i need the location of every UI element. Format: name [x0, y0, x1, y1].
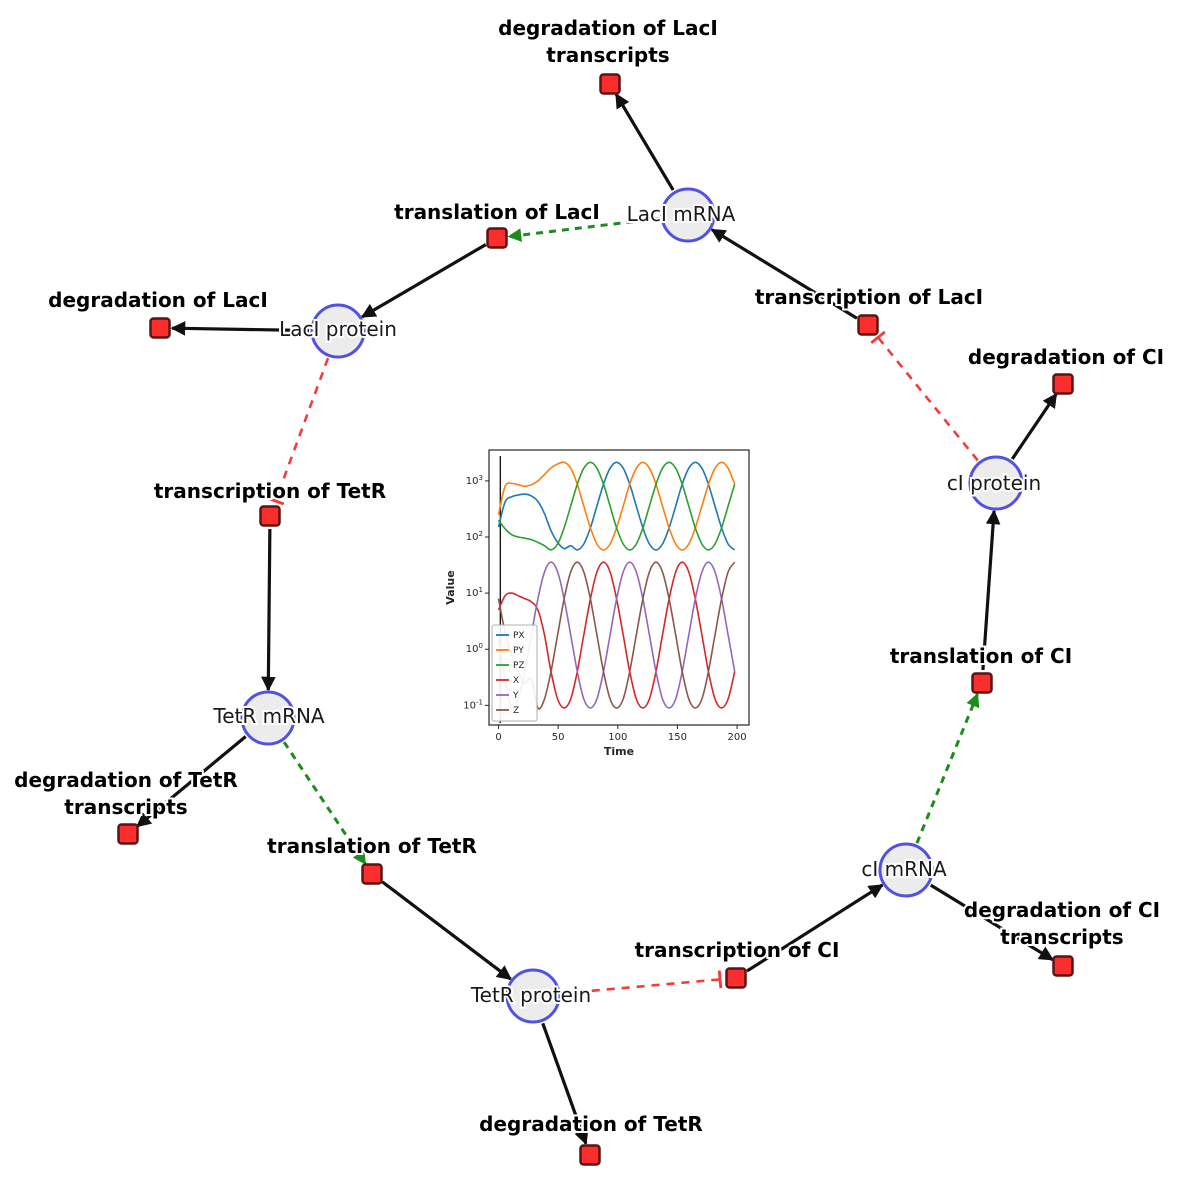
edge-modifier-cI_mRNA-translation_cI — [915, 692, 980, 844]
reaction-label-deg_tetR_tx: transcripts — [64, 795, 187, 819]
edge-consumption-cI_mRNA-deg_cI_tx — [929, 883, 1055, 962]
species-node-tetR_protein — [505, 968, 561, 1024]
edge-production-transcription_cI-cI_mRNA — [746, 883, 884, 973]
legend-label-Z: Z — [513, 706, 519, 716]
edge-inhibition-tetR_protein-transcription_cI — [561, 979, 720, 995]
x-tick-label: 50 — [552, 732, 565, 743]
legend-label-PZ: PZ — [513, 661, 525, 671]
edge-consumption-lacI_mRNA-deg_lacI_tx — [614, 93, 675, 191]
nodes-layer — [117, 73, 1074, 1166]
species-label-cI_protein: cI protein — [947, 471, 1041, 495]
x-tick-label: 200 — [728, 732, 747, 743]
reaction-node-deg_lacI — [149, 317, 171, 339]
series-line-Y — [497, 561, 736, 710]
reaction-node-deg_tetR_tx — [117, 823, 139, 845]
edge-inhibition-cI_protein-transcription_lacI — [878, 337, 979, 462]
species-label-lacI_protein: LacI protein — [279, 317, 397, 341]
reaction-node-deg_cI — [1052, 373, 1074, 395]
species-node-tetR_mRNA — [240, 690, 296, 746]
y-tick-label: 101 — [466, 586, 483, 599]
edge-production-translation_cI-cI_protein — [981, 509, 1001, 671]
reaction-label-deg_tetR: degradation of TetR — [479, 1112, 703, 1136]
reaction-node-translation_tetR — [361, 863, 383, 885]
reaction-label-translation_cI: translation of CI — [890, 644, 1072, 668]
reaction-label-transcription_cI: transcription of CI — [635, 938, 840, 962]
reaction-label-deg_cI: degradation of CI — [968, 345, 1164, 369]
reaction-label-transcription_lacI: transcription of LacI — [755, 285, 983, 309]
reaction-label-deg_tetR_tx: degradation of TetR — [14, 768, 238, 792]
species-label-lacI_mRNA: LacI mRNA — [627, 202, 736, 226]
reaction-label-deg_lacI: degradation of LacI — [48, 288, 268, 312]
y-tick-label: 10-1 — [463, 698, 483, 711]
legend-box — [491, 624, 538, 722]
y-tick-label: 103 — [466, 474, 483, 487]
edge-consumption-cI_protein-deg_cI — [1010, 392, 1058, 460]
legend-label-Y: Y — [512, 691, 519, 701]
reaction-label-deg_lacI_tx: transcripts — [546, 43, 669, 67]
axes-frame — [488, 449, 750, 726]
reaction-label-deg_cI_tx: degradation of CI — [964, 898, 1160, 922]
edge-production-translation_tetR-tetR_protein — [381, 880, 512, 981]
species-label-cI_mRNA: cI mRNA — [861, 857, 947, 881]
edge-consumption-tetR_mRNA-deg_tetR_tx — [136, 735, 247, 828]
x-tick-label: 150 — [668, 732, 687, 743]
species-node-cI_mRNA — [878, 842, 934, 898]
legend-label-X: X — [513, 676, 519, 686]
reaction-node-transcription_cI — [725, 967, 747, 989]
reaction-label-deg_lacI_tx: degradation of LacI — [498, 16, 718, 40]
reaction-label-transcription_tetR: transcription of TetR — [154, 479, 386, 503]
reaction-node-deg_cI_tx — [1052, 955, 1074, 977]
reaction-node-transcription_tetR — [259, 505, 281, 527]
species-label-tetR_protein: TetR protein — [470, 983, 591, 1007]
series-line-PZ — [497, 461, 736, 551]
edge-modifier-tetR_mRNA-translation_tetR — [282, 741, 367, 866]
reaction-label-translation_tetR: translation of TetR — [267, 834, 477, 858]
reaction-node-translation_lacI — [486, 227, 508, 249]
y-tick-label: 100 — [466, 642, 483, 655]
series-line-PX — [497, 461, 736, 551]
species-node-lacI_mRNA — [660, 187, 716, 243]
legend-label-PY: PY — [513, 646, 524, 656]
edge-consumption-tetR_protein-deg_tetR — [541, 1022, 589, 1146]
reaction-node-transcription_lacI — [857, 314, 879, 336]
reaction-label-deg_cI_tx: transcripts — [1000, 925, 1123, 949]
x-tick-label: 100 — [608, 732, 627, 743]
x-axis-title: Time — [604, 745, 634, 758]
y-axis-title: Value — [444, 570, 457, 604]
series-line-Z — [497, 561, 736, 710]
species-node-lacI_protein — [310, 303, 366, 359]
x-tick-label: 0 — [495, 732, 501, 743]
edge-inhibition-lacI_protein-transcription_tetR — [276, 357, 330, 501]
legend: PX PY PZ XYZ — [491, 624, 538, 722]
reaction-node-translation_cI — [971, 672, 993, 694]
edge-production-translation_lacI-lacI_protein — [360, 243, 487, 319]
edge-production-transcription_tetR-tetR_mRNA — [261, 528, 276, 692]
species-label-tetR_mRNA: TetR mRNA — [212, 704, 325, 728]
legend-label-PX: PX — [513, 631, 525, 641]
edges-layer — [136, 93, 1058, 1146]
edge-consumption-lacI_protein-deg_lacI — [170, 321, 310, 336]
species-node-cI_protein — [968, 455, 1024, 511]
reaction-label-translation_lacI: translation of LacI — [394, 200, 600, 224]
reaction-node-deg_lacI_tx — [599, 73, 621, 95]
edge-production-transcription_lacI-lacI_mRNA — [710, 228, 858, 320]
reaction-node-deg_tetR — [579, 1144, 601, 1166]
y-tick-label: 102 — [466, 530, 483, 543]
